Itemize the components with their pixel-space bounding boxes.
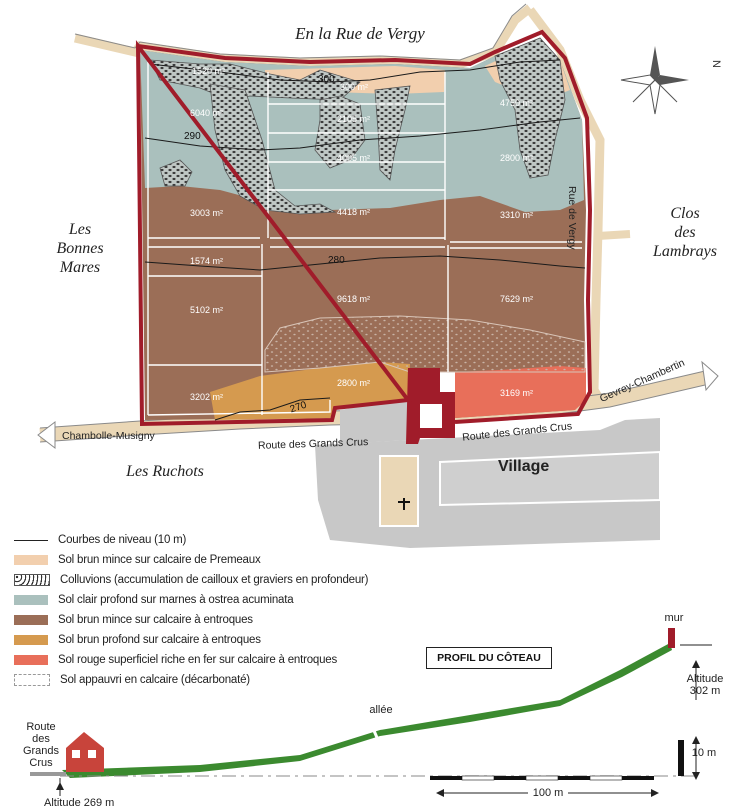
- legend-swatch: [14, 635, 48, 645]
- parcel-area: 2800 m²: [500, 153, 534, 163]
- legend-swatch: [14, 555, 48, 565]
- parcel-area: 2800 m²: [337, 378, 371, 388]
- legend-label: Sol rouge superficiel riche en fer sur c…: [58, 654, 338, 666]
- parcel-area: 2105 m²: [337, 114, 371, 124]
- contour-label: 280: [328, 255, 345, 266]
- legend-label: Courbes de niveau (10 m): [58, 534, 187, 546]
- legend-label: Sol brun mince sur calcaire de Premeaux: [58, 554, 261, 566]
- chateau-buildings: [406, 368, 455, 444]
- compass-north-letter: N: [709, 60, 722, 68]
- road-chambolle: Chambolle-Musigny: [62, 430, 155, 442]
- contour-label: 290: [184, 131, 201, 142]
- legend-swatch: [14, 655, 48, 665]
- road-rue-de-vergy: Rue de Vergy: [566, 186, 578, 250]
- legend-swatch: [14, 595, 48, 605]
- legend-swatch: [14, 674, 50, 686]
- profile-altitude-top: Altitude 302 m: [686, 673, 724, 697]
- parcel-area: 3169 m²: [500, 388, 534, 398]
- parcel-area: 5102 m²: [190, 305, 224, 315]
- profile-route-label: Route des Grands Crus: [22, 721, 60, 769]
- parcel-area: 7629 m²: [500, 294, 534, 304]
- parcel-area: 4005 m²: [337, 153, 371, 163]
- profile-title: PROFIL DU CÔTEAU: [426, 647, 552, 669]
- legend-item: Sol appauvri en calcaire (décarbonaté): [14, 670, 394, 690]
- arrow-gevrey: [701, 360, 719, 392]
- profile-allee-label: allée: [369, 704, 393, 716]
- parcel-area: 3202 m²: [190, 392, 224, 402]
- parcel-area: 6040 m²: [190, 108, 224, 118]
- place-south: Les Ruchots: [126, 463, 204, 480]
- contour-label: 300: [318, 74, 335, 85]
- parcel-area: 1574 m²: [190, 256, 224, 266]
- contour-lines: [144, 59, 586, 421]
- arrow-chambolle: [37, 420, 56, 450]
- compass-rose: [620, 46, 689, 115]
- parcel-area: 300 m²: [340, 82, 369, 92]
- parcel-area: 9618 m²: [337, 294, 371, 304]
- legend-label: Colluvions (accumulation de cailloux et …: [60, 574, 369, 586]
- profile-altitude-bottom: Altitude 269 m: [44, 797, 115, 809]
- profile-scale-vertical: 10 m: [691, 747, 717, 759]
- legend-item: Sol rouge superficiel riche en fer sur c…: [14, 650, 394, 670]
- village-label: Village: [498, 458, 550, 475]
- parcel-area: 4750 m²: [500, 98, 534, 108]
- legend-item: Sol brun mince sur calcaire à entroques: [14, 610, 394, 630]
- parcel-area: 3310 m²: [500, 210, 534, 220]
- legend-item: Colluvions (accumulation de cailloux et …: [14, 570, 394, 590]
- legend-item: Courbes de niveau (10 m): [14, 530, 394, 550]
- parcel-grid: [147, 62, 582, 416]
- profile-drawing: [30, 628, 712, 797]
- vineyard-soils: [140, 37, 586, 420]
- legend-label: Sol brun profond sur calcaire à entroque…: [58, 634, 261, 646]
- enclosure-wall: [135, 29, 593, 427]
- legend-label: Sol clair profond sur marnes à ostrea ac…: [58, 594, 294, 606]
- place-west: Les Bonnes Mares: [56, 221, 104, 276]
- profile-scale-horizontal: 100 m: [528, 787, 568, 799]
- profile-mur-label: mur: [664, 612, 684, 624]
- parcel-area: 4418 m²: [337, 207, 371, 217]
- place-east: Clos des Lambrays: [652, 205, 717, 260]
- legend-item: Sol clair profond sur marnes à ostrea ac…: [14, 590, 394, 610]
- legend: Courbes de niveau (10 m) Sol brun mince s…: [14, 530, 394, 690]
- legend-item: Sol brun profond sur calcaire à entroque…: [14, 630, 394, 650]
- legend-swatch: [14, 574, 50, 586]
- legend-label: Sol brun mince sur calcaire à entroques: [58, 614, 253, 626]
- legend-item: Sol brun mince sur calcaire de Premeaux: [14, 550, 394, 570]
- place-north: En la Rue de Vergy: [295, 24, 425, 43]
- legend-swatch: [14, 615, 48, 625]
- village-area: [315, 398, 661, 548]
- legend-label: Sol appauvri en calcaire (décarbonaté): [60, 674, 250, 686]
- parcel-area: 3003 m²: [190, 208, 224, 218]
- legend-swatch: [14, 539, 48, 541]
- parcel-area: 1520 m²: [192, 66, 226, 76]
